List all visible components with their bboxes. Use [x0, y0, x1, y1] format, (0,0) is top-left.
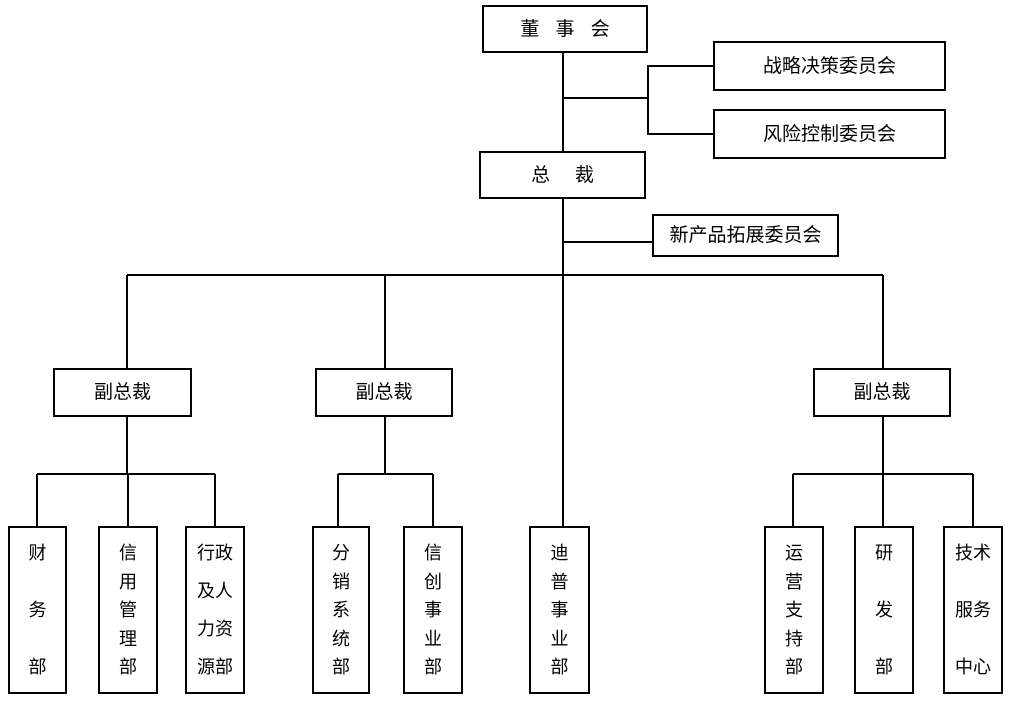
org-node-credit-management-dept: 信用管理部	[98, 526, 158, 694]
connector-group2-line	[338, 473, 433, 475]
connector-main-distribution-line	[127, 274, 883, 276]
org-node-dipu-business-dept: 迪普事业部	[529, 526, 590, 694]
connector-committees-bracket	[647, 65, 649, 135]
org-node-label: 董事会	[520, 18, 626, 40]
org-node-finance-dept: 财务部	[8, 526, 67, 694]
org-node-label-row: 部	[424, 657, 442, 677]
connector-board-committees-branch	[563, 97, 648, 99]
connector-strategic-committee-link	[648, 65, 713, 67]
org-node-label-row: 技术	[955, 543, 991, 563]
org-node-risk-control-committee: 风险控制委员会	[713, 109, 946, 159]
org-node-label-row: 事	[424, 600, 442, 620]
org-node-distribution-system-dept: 分销系统部	[312, 526, 370, 694]
org-node-label: 副总裁	[355, 382, 413, 403]
connector-distribution-system-dept-drop	[337, 474, 339, 526]
org-node-label-row: 源部	[197, 657, 233, 677]
org-node-technical-service-center: 技术服务中心	[943, 526, 1003, 694]
org-node-label-row: 业	[424, 628, 442, 649]
org-node-label-row: 发	[875, 600, 893, 620]
connector-president-trunk	[562, 199, 564, 526]
connector-technical-service-center-drop	[972, 474, 974, 526]
org-node-label-row: 迪	[550, 543, 569, 563]
org-node-label-row: 系	[332, 600, 350, 620]
org-node-label: 风险控制委员会	[762, 123, 896, 145]
connector-vp3-drop	[882, 275, 884, 368]
connector-operation-support-dept-drop	[792, 474, 794, 526]
org-node-new-product-development-committee: 新产品拓展委员会	[652, 214, 839, 257]
org-node-label-row: 中心	[955, 657, 991, 677]
org-node-label-row: 及人	[197, 581, 233, 601]
org-node-label-row: 事	[550, 600, 569, 620]
org-node-label-row: 理	[119, 628, 137, 649]
org-node-label-row: 部	[785, 657, 803, 677]
org-node-xinchuang-business-dept: 信创事业部	[403, 526, 463, 694]
org-node-label-row: 部	[332, 657, 350, 677]
org-node-admin-hr-dept: 行政及人力资源部	[185, 526, 245, 694]
org-node-label-row: 行政	[197, 543, 233, 563]
connector-rd-dept-drop	[882, 474, 884, 526]
org-node-label-row: 用	[119, 571, 137, 592]
org-node-president: 总裁	[479, 151, 646, 199]
org-node-label-row: 管	[119, 600, 137, 620]
org-node-label-row: 服务	[955, 600, 991, 620]
org-node-label-row: 部	[119, 657, 137, 677]
connector-admin-hr-dept-drop	[214, 474, 216, 526]
org-node-label-row: 持	[785, 628, 803, 649]
org-node-label-row: 普	[550, 571, 569, 592]
org-node-label-row: 运	[785, 543, 803, 563]
org-node-label-row: 部	[875, 657, 893, 677]
org-node-vice-president-3: 副总裁	[813, 368, 951, 417]
org-node-label-row: 务	[28, 600, 47, 620]
org-node-vice-president-1: 副总裁	[53, 368, 192, 417]
org-node-board-of-directors: 董事会	[482, 5, 648, 53]
connector-vp3-stem	[882, 417, 884, 474]
org-node-label-row: 创	[424, 571, 442, 592]
connector-group1-line	[37, 473, 215, 475]
org-node-label-row: 分	[332, 543, 350, 563]
org-node-label-row: 力资	[197, 619, 233, 639]
org-node-strategic-decision-committee: 战略决策委员会	[713, 41, 946, 91]
org-node-label-row: 研	[875, 543, 893, 563]
org-node-label-row: 统	[332, 628, 350, 649]
connector-board-to-president	[562, 53, 564, 151]
org-node-label-row: 部	[28, 657, 47, 677]
org-node-operation-support-dept: 运营支持部	[764, 526, 824, 694]
org-node-label-row: 部	[550, 657, 569, 677]
connector-vp1-stem	[126, 417, 128, 474]
connector-new-product-committee-link	[563, 241, 652, 243]
connector-risk-committee-link	[648, 133, 713, 135]
connector-vp2-stem	[384, 417, 386, 474]
connector-credit-management-dept-drop	[127, 474, 129, 526]
org-node-vice-president-2: 副总裁	[315, 368, 453, 417]
org-node-label-row: 信	[119, 543, 137, 563]
connector-vp2-drop	[384, 275, 386, 368]
org-node-label-row: 支	[785, 600, 803, 620]
org-node-label-row: 营	[785, 571, 803, 592]
org-node-label-row: 销	[332, 571, 350, 592]
org-node-rd-dept: 研发部	[854, 526, 914, 694]
org-node-label: 副总裁	[93, 382, 151, 403]
org-node-label: 副总裁	[853, 382, 911, 403]
org-node-label: 总裁	[531, 164, 619, 186]
connector-xinchuang-business-dept-drop	[432, 474, 434, 526]
org-node-label-row: 财	[28, 543, 47, 563]
org-node-label: 新产品拓展委员会	[669, 225, 822, 246]
org-node-label-row: 信	[424, 543, 442, 563]
org-node-label-row: 业	[550, 628, 569, 649]
org-node-label: 战略决策委员会	[762, 55, 896, 77]
connector-vp1-drop	[126, 275, 128, 368]
connector-finance-dept-drop	[36, 474, 38, 526]
